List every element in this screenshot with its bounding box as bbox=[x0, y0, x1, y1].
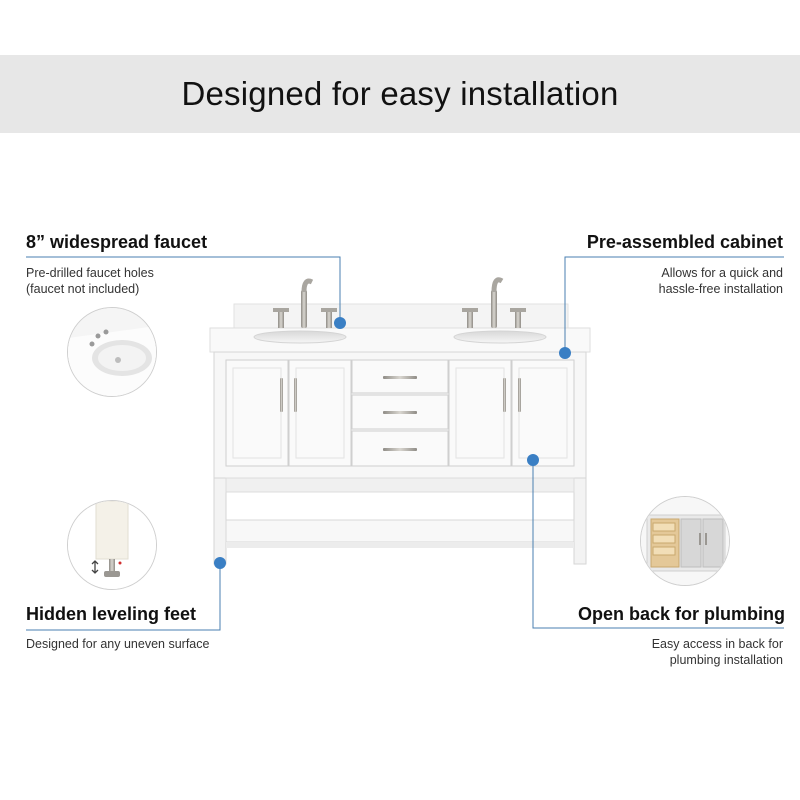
cabinet-desc-line-2: hassle-free installation bbox=[658, 282, 783, 296]
plumbing-desc-line-1: Easy access in back for bbox=[651, 637, 783, 651]
faucet-left bbox=[273, 278, 337, 328]
header-banner: Designed for easy installation bbox=[0, 55, 800, 133]
faucet-feature-desc: Pre-drilled faucet holes (faucet not inc… bbox=[26, 265, 154, 297]
faucet-desc-line-1: Pre-drilled faucet holes bbox=[26, 266, 154, 280]
plumbing-feature-desc: Easy access in back for plumbing install… bbox=[652, 636, 783, 668]
callout-dots bbox=[214, 317, 571, 569]
leader-lines bbox=[26, 256, 784, 631]
page-title: Designed for easy installation bbox=[181, 75, 619, 112]
cabinet-feature-desc: Allows for a quick and hassle-free insta… bbox=[659, 265, 783, 297]
feet-feature-title: Hidden leveling feet bbox=[26, 604, 197, 624]
plumbing-desc-line-2: plumbing installation bbox=[669, 653, 783, 667]
faucet-right bbox=[462, 277, 526, 328]
faucet-feature-title: 8” widespread faucet bbox=[26, 232, 208, 252]
leveling-foot-icon bbox=[67, 500, 157, 590]
cabinet-feature-title: Pre-assembled cabinet bbox=[586, 232, 783, 252]
feet-feature-desc: Designed for any uneven surface bbox=[26, 637, 210, 651]
sink-faucet-holes-icon bbox=[67, 307, 157, 397]
open-back-cabinet-icon bbox=[640, 496, 730, 586]
cabinet bbox=[213, 351, 587, 565]
cabinet-desc-line-1: Allows for a quick and bbox=[661, 266, 783, 280]
faucet-desc-line-2: (faucet not included) bbox=[26, 282, 140, 296]
countertop bbox=[209, 303, 591, 353]
plumbing-feature-title: Open back for plumbing bbox=[577, 604, 785, 624]
